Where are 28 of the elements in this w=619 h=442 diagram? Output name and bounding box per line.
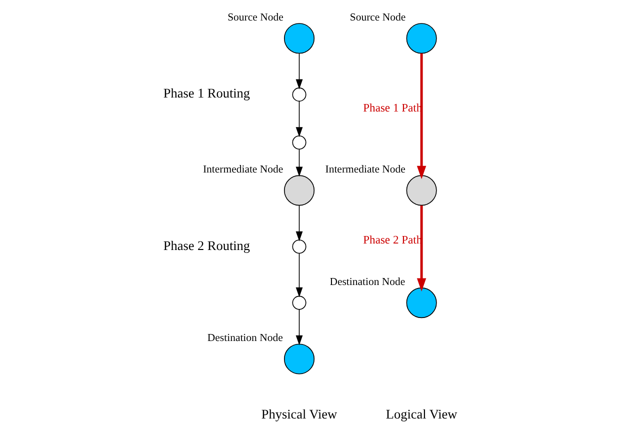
arrow <box>295 53 302 90</box>
label: Physical View <box>260 406 337 422</box>
node-circle <box>406 175 436 206</box>
node-circle <box>292 88 306 102</box>
label: Phase 1 Routing <box>162 86 250 101</box>
arrow <box>295 252 302 298</box>
node-circle <box>292 135 306 150</box>
node-label: Source Node <box>227 12 283 24</box>
label: Logical View <box>385 406 457 422</box>
node-label: Source Node <box>349 12 406 24</box>
node-circle <box>406 288 436 318</box>
node-circle <box>283 23 314 54</box>
node-label: Intermediate Node <box>202 164 283 176</box>
label: Phase 2 Routing <box>162 238 250 253</box>
arrow <box>416 206 426 292</box>
arrow <box>295 205 302 242</box>
node-circle <box>283 344 314 374</box>
node-circle <box>292 296 306 310</box>
node-circle <box>292 240 306 254</box>
node-circle <box>406 23 436 54</box>
arrow <box>295 309 302 346</box>
node-label: Destination Node <box>206 332 282 344</box>
arrow <box>295 101 302 138</box>
arrow <box>416 53 426 180</box>
node-label: Destination Node <box>329 276 405 288</box>
arrow <box>295 148 302 177</box>
node-circle <box>283 175 314 206</box>
node-label: Intermediate Node <box>324 164 405 176</box>
